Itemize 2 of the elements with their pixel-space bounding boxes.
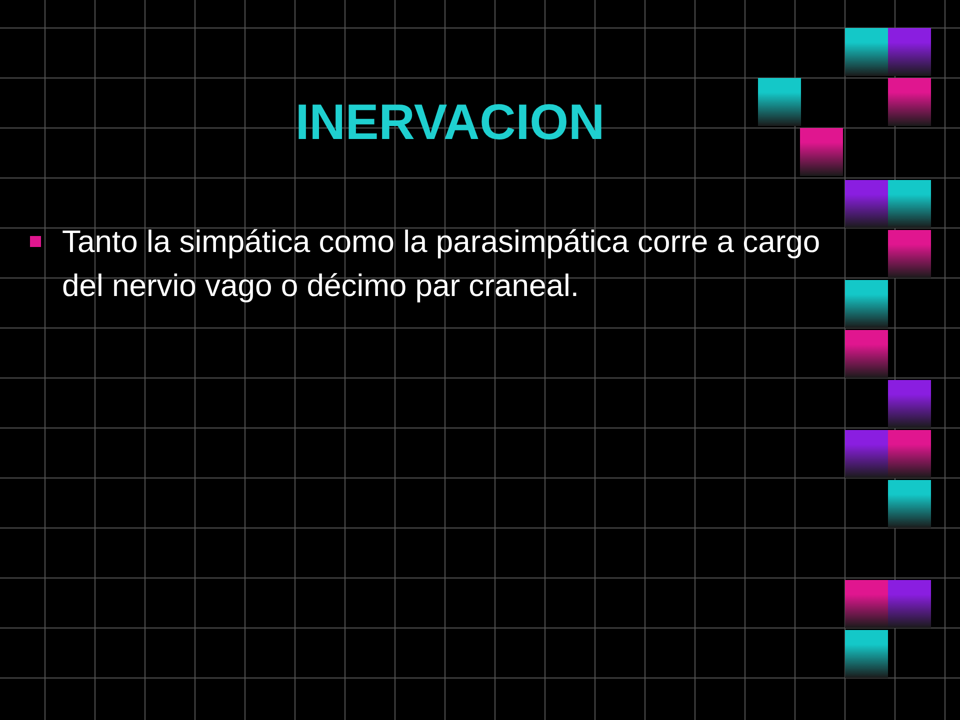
bullet-text: Tanto la simpática como la parasimpática corre a cargo del nervio vago o décimo par craneal. (62, 223, 822, 305)
slide-title: INERVACION (294, 93, 606, 152)
